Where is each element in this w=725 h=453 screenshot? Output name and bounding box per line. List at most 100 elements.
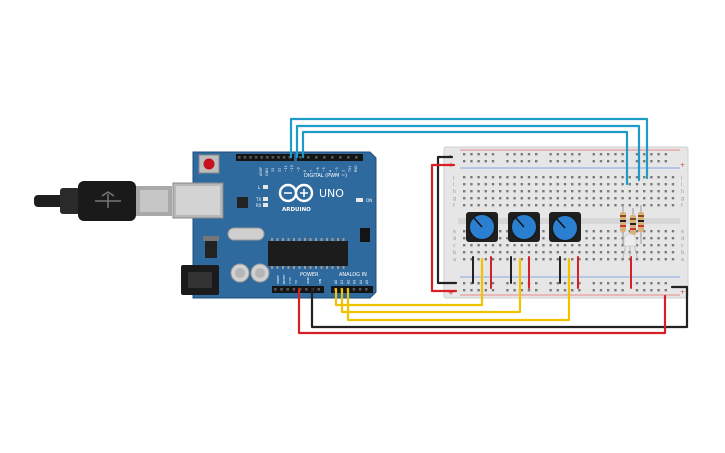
terminal-hole[interactable] [549,176,552,179]
rail-hole[interactable] [635,153,639,156]
terminal-hole[interactable] [599,251,603,254]
terminal-hole[interactable] [499,258,502,261]
terminal-hole[interactable] [592,183,595,186]
terminal-hole[interactable] [477,204,480,207]
terminal-hole[interactable] [621,244,624,247]
terminal-hole[interactable] [527,204,531,207]
terminal-hole[interactable] [563,197,567,200]
rail-hole[interactable] [607,289,610,292]
rail-hole[interactable] [664,160,667,163]
terminal-hole[interactable] [535,204,538,207]
terminal-hole[interactable] [463,251,466,254]
terminal-hole[interactable] [542,183,545,186]
wire-red-left-rail[interactable] [430,163,458,293]
rail-hole[interactable] [657,160,660,163]
terminal-hole[interactable] [563,176,567,179]
terminal-hole[interactable] [520,258,523,261]
rail-hole[interactable] [513,153,516,156]
reset-button-cap[interactable] [203,158,215,170]
rail-hole[interactable] [535,282,538,285]
terminal-hole[interactable] [506,183,509,186]
digital-header-hole[interactable] [288,156,291,159]
terminal-hole[interactable] [563,204,567,207]
rail-hole[interactable] [650,153,653,156]
terminal-hole[interactable] [542,190,545,193]
terminal-hole[interactable] [671,258,675,261]
wire-yellow-2[interactable] [340,257,522,314]
digital-header-hole[interactable] [323,156,326,159]
rail-hole[interactable] [491,289,495,292]
terminal-hole[interactable] [664,183,667,186]
terminal-hole[interactable] [671,237,675,240]
terminal-hole[interactable] [657,190,660,193]
terminal-hole[interactable] [635,251,639,254]
terminal-hole[interactable] [614,197,617,200]
terminal-hole[interactable] [592,251,595,254]
terminal-hole[interactable] [535,251,538,254]
terminal-hole[interactable] [650,237,653,240]
terminal-hole[interactable] [542,176,545,179]
terminal-hole[interactable] [549,183,552,186]
terminal-hole[interactable] [513,197,516,200]
terminal-hole[interactable] [549,204,552,207]
terminal-hole[interactable] [650,183,653,186]
rail-hole[interactable] [527,153,531,156]
terminal-hole[interactable] [592,197,595,200]
rail-hole[interactable] [592,160,595,163]
terminal-hole[interactable] [607,244,610,247]
terminal-hole[interactable] [463,183,466,186]
terminal-hole[interactable] [657,251,660,254]
rgb-led[interactable] [622,233,638,259]
terminal-hole[interactable] [614,190,617,193]
rail-hole[interactable] [578,160,581,163]
terminal-hole[interactable] [470,251,473,254]
rail-hole[interactable] [621,289,624,292]
terminal-hole[interactable] [520,244,523,247]
rail-hole[interactable] [556,289,559,292]
terminal-hole[interactable] [491,204,495,207]
terminal-hole[interactable] [671,251,675,254]
terminal-hole[interactable] [535,258,538,261]
rail-hole[interactable] [563,289,567,292]
terminal-hole[interactable] [664,204,667,207]
terminal-hole[interactable] [513,176,516,179]
terminal-hole[interactable] [477,190,480,193]
terminal-hole[interactable] [621,197,624,200]
terminal-hole[interactable] [535,190,538,193]
terminal-hole[interactable] [650,190,653,193]
terminal-hole[interactable] [650,251,653,254]
rail-hole[interactable] [556,160,559,163]
rail-hole[interactable] [527,160,531,163]
terminal-hole[interactable] [607,251,610,254]
terminal-hole[interactable] [585,204,588,207]
rail-hole[interactable] [463,289,466,292]
rail-hole[interactable] [571,289,574,292]
terminal-hole[interactable] [477,176,480,179]
terminal-hole[interactable] [585,183,588,186]
rail-hole[interactable] [491,282,495,285]
digital-header-hole[interactable] [266,156,269,159]
terminal-hole[interactable] [599,230,603,233]
terminal-hole[interactable] [542,237,545,240]
rail-hole[interactable] [520,160,523,163]
terminal-hole[interactable] [527,251,531,254]
rail-hole[interactable] [527,289,531,292]
terminal-hole[interactable] [585,251,588,254]
terminal-hole[interactable] [463,197,466,200]
terminal-hole[interactable] [535,244,538,247]
rail-hole[interactable] [563,282,567,285]
terminal-hole[interactable] [571,197,574,200]
rail-hole[interactable] [535,153,538,156]
wire-blue-2[interactable] [295,124,641,182]
terminal-hole[interactable] [650,197,653,200]
rail-hole[interactable] [556,282,559,285]
terminal-hole[interactable] [621,176,624,179]
terminal-hole[interactable] [542,230,545,233]
terminal-hole[interactable] [506,190,509,193]
rail-hole[interactable] [635,289,639,292]
rail-hole[interactable] [607,160,610,163]
terminal-hole[interactable] [643,244,646,247]
rail-hole[interactable] [520,289,523,292]
terminal-hole[interactable] [520,251,523,254]
rail-hole[interactable] [563,153,567,156]
